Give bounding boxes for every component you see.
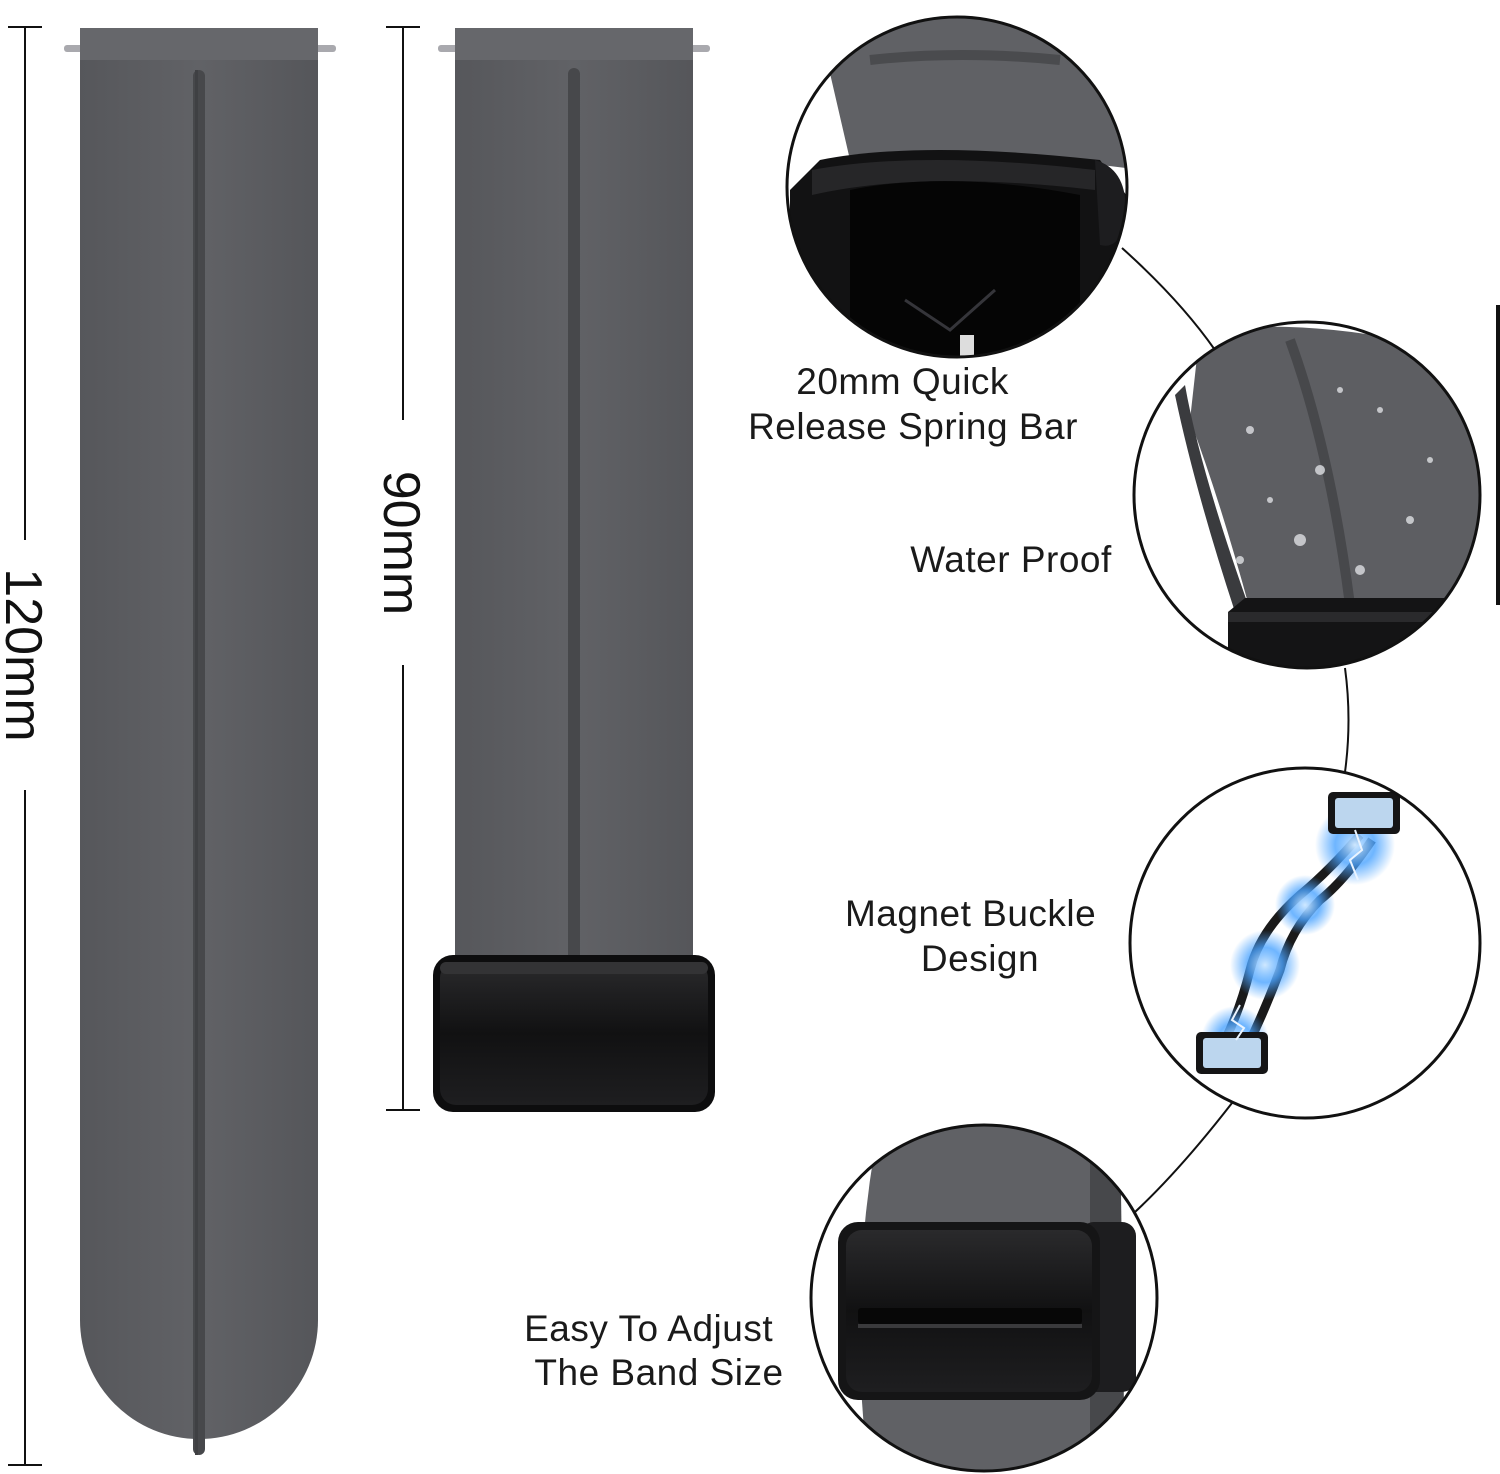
edge-fragment (1496, 305, 1500, 605)
dimension-120mm-label: 120mm (0, 568, 52, 741)
detail-circle-spring-bar (785, 15, 1129, 359)
detail-circle-adjust (809, 1123, 1159, 1473)
long-strap (64, 28, 336, 1455)
dimension-90mm: 90mm (372, 26, 430, 1111)
label-water-proof: Water Proof (910, 539, 1112, 580)
magnet-buckle-block (433, 955, 715, 1112)
label-adjust: Easy To Adjust The Band Size (524, 1308, 784, 1393)
short-strap (433, 28, 715, 1112)
dimension-120mm: 120mm (0, 26, 52, 1466)
detail-circle-magnet-buckle (1128, 766, 1482, 1120)
connector-lines (1121, 247, 1350, 1213)
label-magnet-buckle: Magnet Buckle Design (845, 893, 1107, 979)
detail-circle-water-proof (1132, 320, 1482, 670)
label-spring-bar: 20mm Quick Release Spring Bar (748, 361, 1078, 447)
dimension-90mm-label: 90mm (372, 471, 430, 615)
